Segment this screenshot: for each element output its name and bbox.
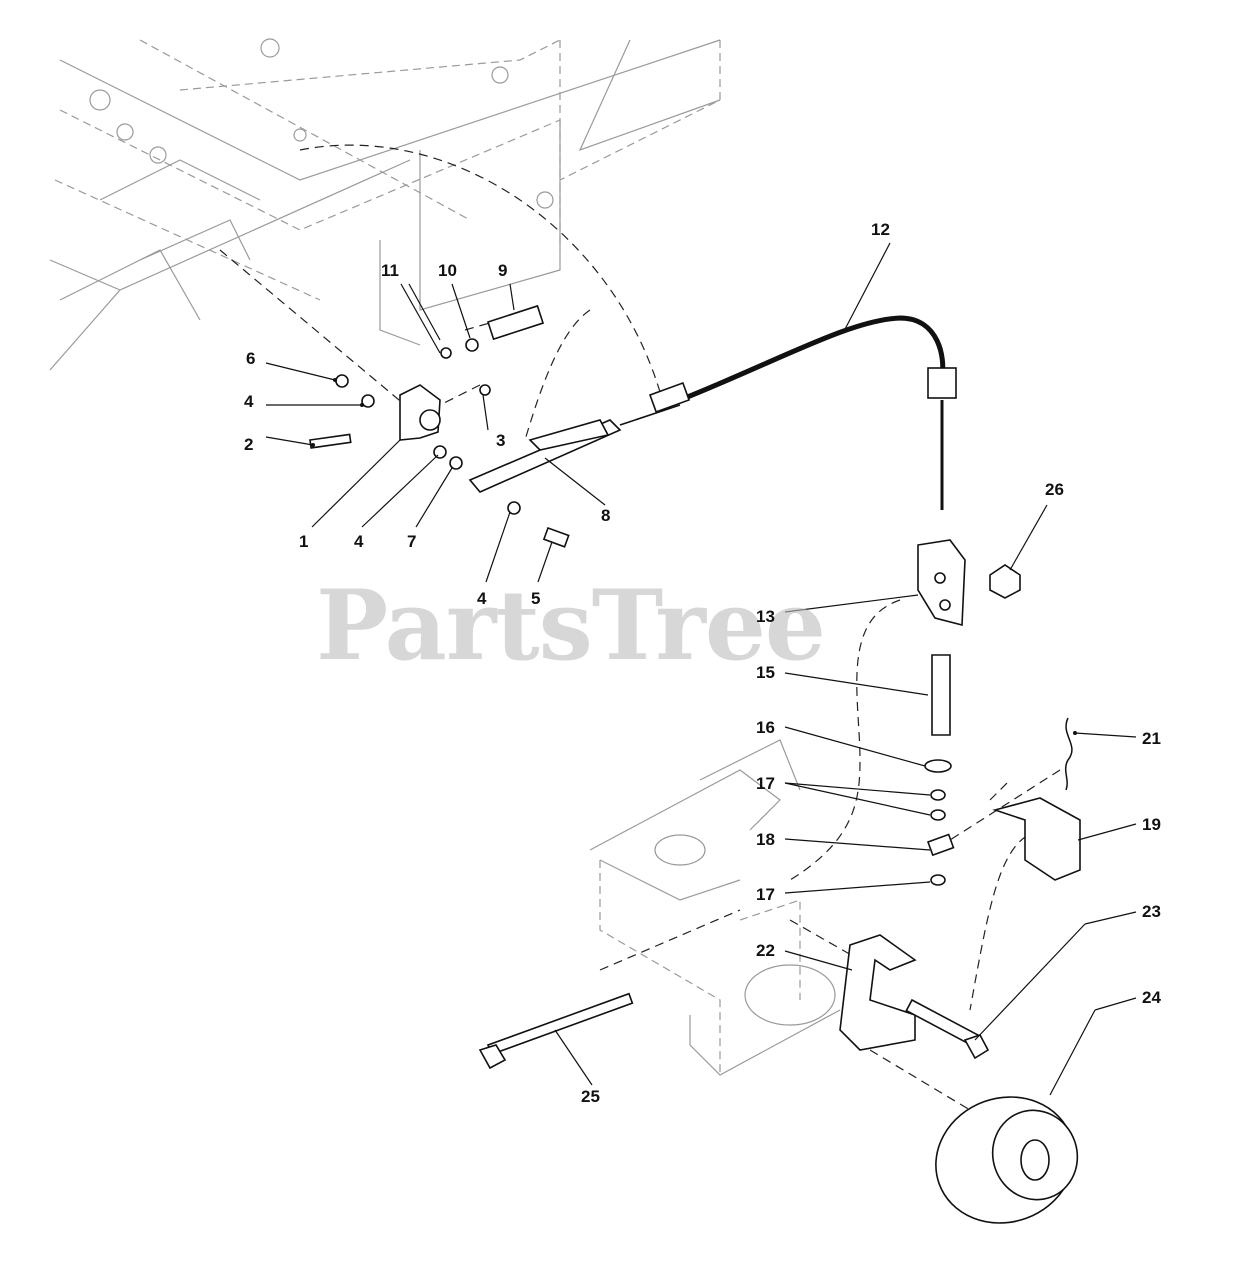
callout-1: 1 [299,532,309,551]
callout-4-bottom: 4 [477,589,487,608]
callout-16: 16 [756,718,775,737]
callout-4-mid: 4 [354,532,364,551]
callout-22: 22 [756,941,775,960]
callout-10: 10 [438,261,457,280]
callout-15: 15 [756,663,775,682]
callout-18: 18 [756,830,775,849]
callout-9: 9 [498,261,508,280]
callout-17-bottom: 17 [756,885,775,904]
callout-7: 7 [407,532,417,551]
callout-13: 13 [756,607,775,626]
frame-ghost [49,38,841,1076]
arrowheads [311,378,1077,735]
callout-5: 5 [531,589,541,608]
callout-8: 8 [601,506,611,525]
callout-17-top: 17 [756,774,775,793]
callout-2: 2 [244,435,254,454]
callout-11: 11 [381,261,399,280]
callout-12: 12 [871,220,890,239]
parts [309,304,1081,1224]
assembly-lines [219,144,1061,1111]
callout-3: 3 [496,431,506,450]
callout-25: 25 [581,1087,600,1106]
callout-21: 21 [1142,729,1161,748]
cotter-pin-21 [1064,717,1073,791]
callout-4-top: 4 [244,392,254,411]
callout-6: 6 [246,349,256,368]
callout-24: 24 [1142,988,1161,1007]
callout-19: 19 [1142,815,1161,834]
leader-lines [265,242,1137,1096]
callout-23: 23 [1142,902,1161,921]
callout-26: 26 [1045,480,1064,499]
